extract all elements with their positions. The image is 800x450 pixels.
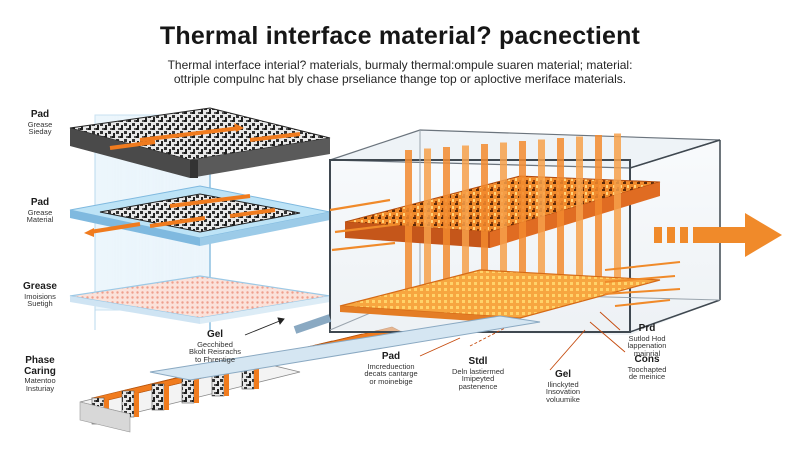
label-gel-left-head: Gel [206, 329, 224, 340]
label-pad-mid-head: Pad [30, 197, 50, 208]
label-phase-sub-2: Insturiay [25, 383, 55, 393]
label-pad-bottom-sub-1: Imcreduection [367, 361, 415, 371]
label-cons-head: Cons [634, 354, 660, 365]
label-gel-bottom-sub-2: Insovation [545, 387, 581, 397]
label-pad-bottom-sub-3: or moinebige [369, 377, 413, 387]
label-pad-top-head: Pad [30, 109, 50, 120]
heat-pipe [595, 135, 602, 285]
label-pad-mid-sub-2: Material [26, 215, 54, 225]
label-cons-sub-2: de meinice [628, 372, 666, 382]
label-phase: Phase Caring Matentoo Insturiay [10, 355, 70, 393]
layer-grease [69, 275, 331, 324]
label-pad-bottom-sub-2: decats cantarge [364, 369, 418, 379]
label-pad-top-sub-1: Grease [27, 119, 53, 129]
heat-pipe [481, 144, 488, 294]
layer-pad-top [69, 107, 331, 178]
heat-pipe [443, 147, 450, 297]
heat-pipe [576, 136, 583, 287]
heat-pipe [557, 138, 564, 288]
label-grease: Grease Imoisions Suetigh [10, 281, 70, 309]
label-stdl-sub-3: pastenence [458, 382, 498, 392]
label-pad-bottom-head: Pad [381, 351, 401, 362]
label-gel-left-sub-3: to Fhrentige [194, 355, 236, 365]
heat-pipe [538, 139, 545, 290]
label-cons-sub-1: Toochapted [627, 364, 667, 374]
label-pad-mid: Pad Grease Material [12, 197, 68, 225]
label-pad-mid-sub-1: Grease [27, 207, 53, 217]
label-gel-bottom-sub-3: voluumike [546, 395, 580, 405]
label-prd-sub-3: mainrial [633, 349, 661, 359]
label-stdl-sub-2: Imipeyted [461, 374, 495, 384]
label-prd-sub-2: lappenation [627, 341, 667, 351]
heat-pipe [519, 141, 526, 291]
label-prd-head: Prd [638, 323, 656, 334]
label-grease-sub-2: Suetigh [27, 299, 53, 309]
label-gel-bottom-head: Gel [554, 369, 572, 380]
subtitle-line-1: Thermal interface interial? materials, b… [167, 58, 633, 72]
label-stdl-head: Stdl [468, 356, 488, 367]
label-phase-head: Phase [25, 355, 55, 366]
label-gel-bottom-sub-1: Ilinckyted [547, 379, 579, 389]
label-phase-head-2: Caring [24, 365, 56, 377]
heat-pipe [614, 133, 621, 284]
label-cons: Cons Toochapted de meinice [614, 354, 680, 382]
diagram-title: Thermal interface material? pacnectient [159, 22, 641, 50]
label-prd: Prd Sutlod Hod lappenation mainrial [612, 323, 682, 359]
label-gel-left-sub-1: Gecchibed [197, 339, 233, 349]
label-stdl: Stdl Deln lastiermed Imipeyted pastenenc… [440, 356, 516, 392]
label-pad-top: Pad Grease Sieday [12, 109, 68, 137]
label-prd-sub-1: Sutlod Hod [628, 333, 666, 343]
output-arrow-icon [654, 213, 782, 257]
label-gel-left: Gel Gecchibed Bkolt Reisrachs to Fhrenti… [180, 329, 250, 365]
heat-pipe [462, 145, 469, 296]
label-grease-sub-1: Imoisions [24, 291, 56, 301]
label-stdl-sub-1: Deln lastiermed [451, 366, 505, 376]
label-phase-sub-1: Matentoo [24, 376, 56, 385]
heat-arrows-out [604, 261, 681, 307]
leader-lines [244, 311, 626, 371]
label-gel-bottom: Gel Ilinckyted Insovation voluumike [530, 369, 596, 405]
subtitle-line-2: ottriple compulnc hat bly chase prselian… [173, 72, 627, 86]
heat-pipes [405, 133, 621, 300]
label-gel-left-sub-2: Bkolt Reisrachs [188, 347, 242, 357]
base-plate [149, 314, 541, 381]
label-pad-top-sub-2: Sieday [28, 127, 52, 137]
heat-pipe [424, 148, 431, 299]
label-grease-head: Grease [23, 281, 57, 292]
heat-pipe [500, 142, 507, 293]
label-pad-bottom: Pad Imcreduection decats cantarge or moi… [355, 351, 427, 387]
heat-arrows-in [329, 198, 401, 252]
heat-pipe [405, 150, 412, 300]
